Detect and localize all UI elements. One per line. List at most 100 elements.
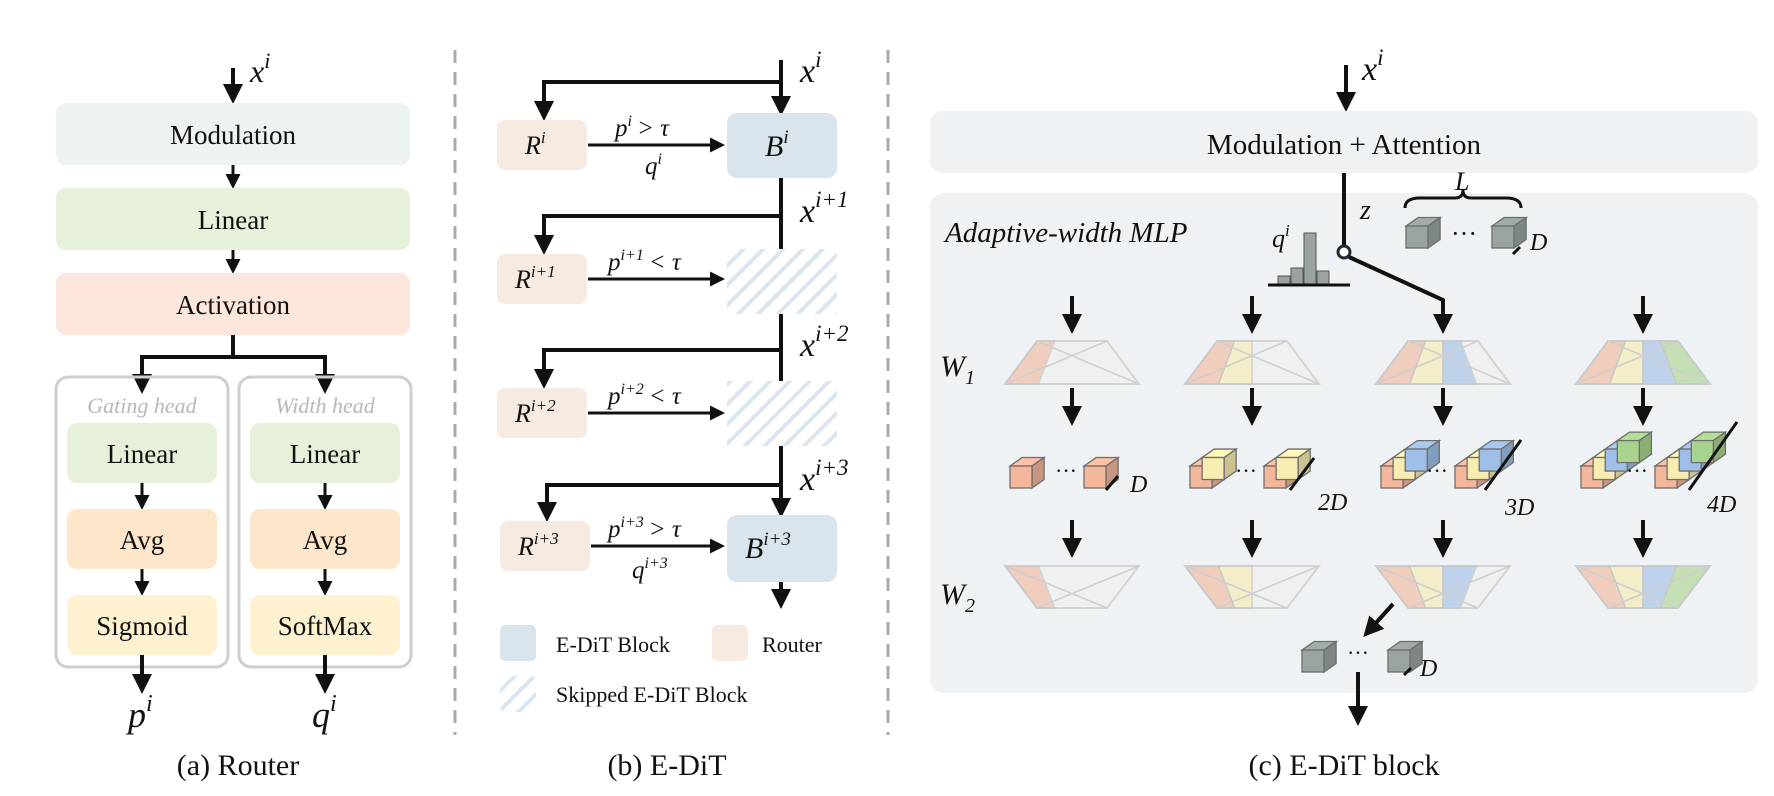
hidden-stack-last-0-cube-0 (1081, 456, 1121, 490)
legend-skipped-label: Skipped E-DiT Block (556, 682, 747, 707)
router-box-0 (497, 120, 587, 170)
width-avg-label: Avg (303, 525, 348, 555)
legend-block-label: E-DiT Block (556, 632, 670, 657)
w1-weights-0 (1003, 340, 1141, 385)
skipped-block-1 (727, 249, 837, 314)
router-activation-label: Activation (176, 290, 290, 320)
gating-linear-box (67, 423, 217, 483)
hidden-stack-last-1 (1261, 447, 1313, 490)
router-activation-box (56, 273, 410, 335)
D-label-top: D (1529, 230, 1547, 256)
width-linear-label: Linear (290, 439, 360, 469)
hidden-stack-last-0 (1081, 456, 1121, 490)
edit-input-label-3: xi+3 (799, 455, 849, 498)
width-linear-box (250, 423, 400, 483)
w2-weights-2 (1373, 565, 1513, 609)
router-box-3 (500, 521, 590, 571)
legend-block-swatch (500, 625, 536, 661)
router-label-0: Ri (524, 128, 546, 160)
w2-weights-3 (1573, 565, 1713, 609)
q-hist-label: qi (1272, 221, 1290, 253)
hidden-stack-first-1-cube-1 (1200, 447, 1239, 481)
L-brace (1403, 189, 1523, 209)
router-caption: (a) Router (177, 749, 299, 782)
w1-label: W1 (940, 350, 975, 389)
hidden-brace-3 (1687, 421, 1739, 491)
router-modulation-label: Modulation (170, 120, 296, 150)
legend-router-swatch (712, 625, 748, 661)
edit-input-label-2: xi+2 (799, 321, 849, 364)
width-softmax-box (250, 595, 400, 655)
block-label-3: Bi+3 (745, 529, 791, 565)
legend-router-label: Router (762, 632, 823, 657)
out-cube-last (1385, 640, 1425, 674)
router-label-2: Ri+2 (514, 396, 556, 428)
q-label-0: qi (645, 151, 662, 180)
condition-label-0: pi> τ (613, 113, 670, 142)
hidden-brace-2 (1483, 439, 1523, 491)
hidden-stack-first-2-cube-2 (1403, 439, 1442, 473)
D-label-out: D (1419, 656, 1437, 682)
token-cube-last (1489, 216, 1529, 250)
output-token-sequence (1299, 640, 1425, 674)
width-label-2: 3D (1504, 495, 1534, 521)
width-label-0: D (1129, 472, 1147, 498)
q-histogram (1268, 232, 1350, 287)
width-avg-box (250, 509, 400, 569)
hidden-stack-first-0-cube-0 (1007, 456, 1047, 490)
router-box-2 (497, 388, 587, 438)
w1-weights-3 (1574, 340, 1712, 385)
router-linear-box (56, 188, 410, 250)
hidden-stack-first-2 (1378, 439, 1442, 490)
width-label-1: 2D (1318, 490, 1347, 516)
mlp-columns: ··· ··· ··· ··· (1002, 296, 1739, 609)
hidden-stack-first-1 (1187, 447, 1239, 490)
edit-input-label-1: xi+1 (799, 187, 849, 230)
block-input-label: xi (1361, 45, 1383, 88)
condition-label-2: pi+2< τ (606, 381, 682, 410)
width-label-3: 4D (1707, 492, 1736, 518)
router-panel: xi Modulation Linear Activation Gating h… (54, 48, 413, 782)
mlp-column-3: ··· (1573, 296, 1739, 609)
hidden-dots-1: ··· (1235, 458, 1257, 483)
gating-linear-label: Linear (107, 439, 177, 469)
hidden-brace-1 (1288, 457, 1316, 491)
condition-label-1: pi+1< τ (606, 247, 682, 276)
mod-attn-label: Modulation + Attention (1207, 129, 1482, 161)
gating-head-title: Gating head (87, 393, 197, 418)
w2-weights-0 (1002, 565, 1142, 609)
gating-avg-box (67, 509, 217, 569)
router-modulation-box (56, 103, 410, 165)
skipped-block-2 (727, 381, 837, 446)
hidden-dots-2: ··· (1426, 458, 1448, 483)
hidden-stack-first-3-cube-3 (1615, 430, 1654, 464)
hidden-stack-first-3 (1578, 430, 1654, 490)
mod-attn-box (930, 111, 1758, 173)
hidden-dots-0: ··· (1055, 458, 1077, 483)
w1-weights-1 (1183, 340, 1321, 385)
condition-label-3: pi+3> τ (606, 514, 682, 543)
router-box-1 (497, 254, 587, 304)
hidden-dots-3: ··· (1626, 458, 1648, 483)
hidden-stack-first-0 (1007, 456, 1047, 490)
w1-weights-2 (1374, 340, 1512, 385)
gating-sigmoid-box (67, 595, 217, 655)
width-switch (1336, 244, 1352, 260)
hidden-brace-0 (1104, 475, 1120, 491)
legend-skipped-swatch (500, 676, 536, 712)
mlp-column-1: ··· (1182, 296, 1322, 609)
token-dots: ··· (1451, 219, 1477, 248)
token-cube-first (1403, 216, 1443, 250)
out-dots: ··· (1347, 640, 1369, 665)
D-brace-top (1511, 245, 1522, 256)
router-linear-label: Linear (198, 205, 268, 235)
w2-label: W2 (940, 578, 975, 617)
out-cube-first (1299, 640, 1339, 674)
token-sequence (1403, 216, 1529, 250)
edit-panel: xi xi+1 xi+2 xi+3 Ri pi> τ qi Bi Ri+1 pi… (497, 47, 849, 782)
block-panel: xi Modulation + Attention Adaptive-width… (930, 45, 1758, 782)
z-label: z (1359, 195, 1371, 226)
block-caption: (c) E-DiT block (1248, 749, 1439, 782)
D-brace-out (1402, 666, 1413, 677)
